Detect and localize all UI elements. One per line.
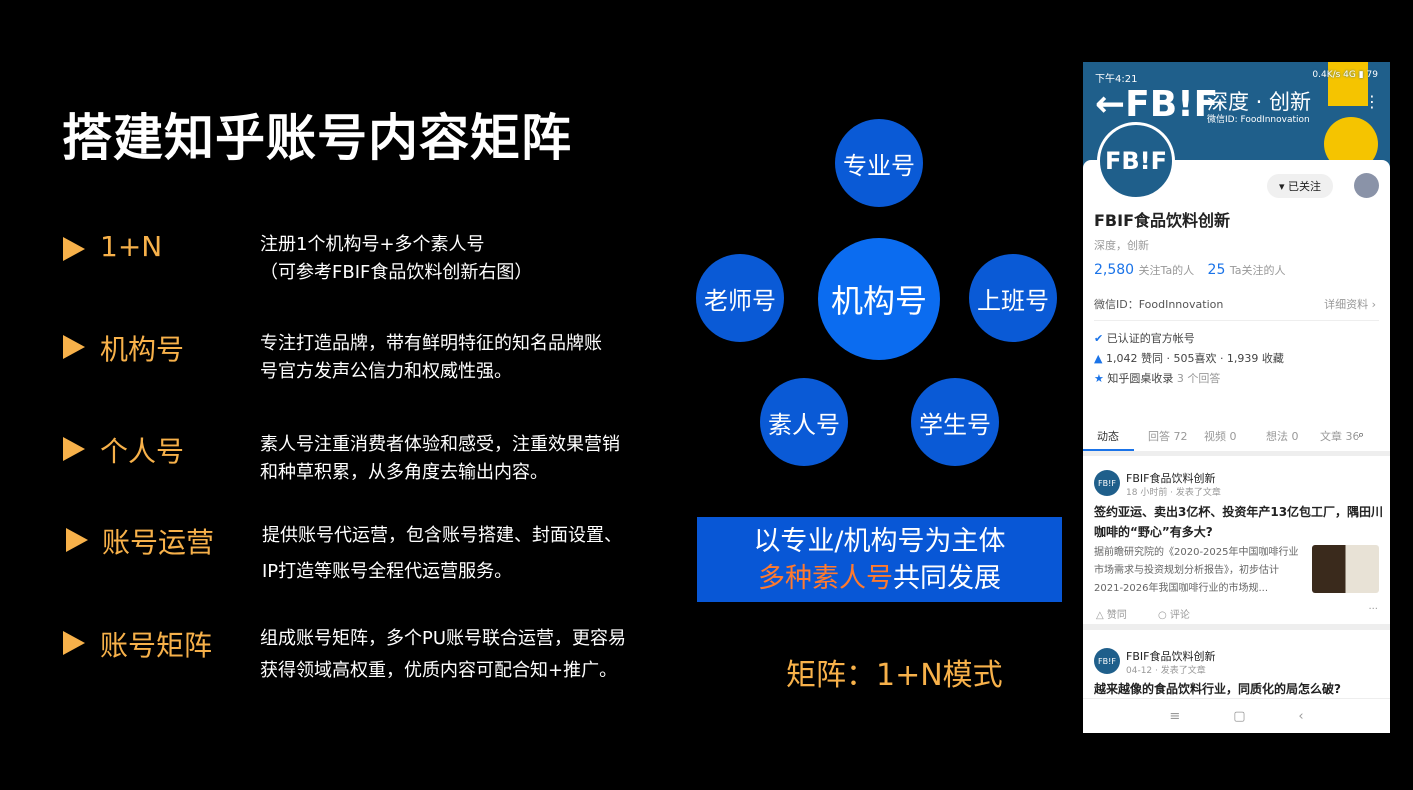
banner-logo: FB!F [1125,84,1219,125]
post-excerpt: 据前瞻研究院的《2020-2025年中国咖啡行业市场需求与投资规划分析报告》，初… [1094,547,1299,594]
home-icon[interactable]: ▢ [1233,708,1246,724]
tab-videos[interactable]: 视频 0 [1204,430,1237,443]
comment-label: 评论 [1169,610,1190,621]
item-label: 1+N [100,230,163,263]
profile-card: FB!F ▾ 已关注 FBIF食品饮料创新 深度，创新 2,580 关注Ta的人… [1083,122,1390,733]
profile-bio: 深度，创新 [1094,239,1149,252]
more-menu-icon[interactable]: ⋮ [1364,92,1380,111]
more-icon[interactable]: ··· [1368,604,1378,615]
like-label: 赞同 [1106,610,1127,621]
banner-line1: 以专业/机构号为主体 [753,526,1006,557]
upvote-icon: ▲ [1094,352,1103,365]
divider [1094,320,1379,321]
post-meta: 04-12 · 发表了文章 [1126,666,1206,676]
desc-line: 获得领域高权重，优质内容可配合知+推广。 [260,660,618,681]
avatar: FB!F [1097,122,1175,200]
profile-name: FBIF食品饮料创新 [1094,211,1231,230]
star-icon: ★ [1094,372,1104,385]
desc-line: （可参考FBIF食品饮料创新右图） [260,262,533,283]
node-circle: 素人号 [760,378,848,466]
item-desc: 专注打造品牌，带有鲜明特征的知名品牌账号官方发声公信力和权威性强。 [260,330,680,386]
desc-line: 和种草积累，从多角度去输出内容。 [260,462,548,483]
roundtable-count: 3 个回答 [1176,372,1221,385]
item-desc: 提供账号代运营，包含账号搭建、封面设置、 IP打造等账号全程代运营服务。 [262,518,682,590]
details-link[interactable]: 详细资料 › [1324,298,1376,311]
item-label: 个人号 [100,435,185,468]
wechat-id: 微信ID：FoodInnovation [1094,298,1224,311]
yellow-shape [1328,62,1368,106]
post-title[interactable]: 越来越像的食品饮料行业，同质化的局怎么破? [1094,682,1341,696]
item-label: 账号矩阵 [100,629,213,662]
tab-articles[interactable]: 文章 36 [1320,430,1358,443]
roundtable-row[interactable]: ★ 知乎圆桌收录 3 个回答 [1094,370,1220,386]
banner-wechat: 微信ID: FoodInnovation [1207,115,1310,125]
desc-line: 号官方发声公信力和权威性强。 [260,361,512,382]
item-label: 机构号 [100,333,185,366]
back-icon[interactable]: ‹ [1298,708,1304,724]
bullet-triangle-icon [63,437,85,461]
item-desc: 组成账号矩阵，多个PU账号联合运营，更容易获得领域高权重，优质内容可配合知+推广… [260,623,680,687]
post-author: FBIF食品饮料创新 [1126,650,1216,663]
banner-line2: 多种素人号共同发展 [697,560,1062,597]
bullet-triangle-icon [66,528,88,552]
menu-icon[interactable]: ≡ [1169,708,1181,724]
item-label: 账号运营 [102,526,215,559]
item-desc: 素人号注重消费者体验和感受，注重效果营销和种草积累，从多角度去输出内容。 [260,431,680,487]
profile-tabs: 动态 回答 72 视频 0 想法 0 文章 36 ⌕ [1083,428,1390,456]
center-node-circle: 机构号 [818,238,940,360]
post-title[interactable]: 签约亚运、卖出3亿杯、投资年产13亿包工厂，隅田川咖啡的“野心”有多大? [1094,505,1384,539]
post-card[interactable]: FB!F FBIF食品饮料创新 18 小时前 · 发表了文章 签约亚运、卖出3亿… [1083,460,1390,630]
post-card[interactable]: FB!F FBIF食品饮料创新 04-12 · 发表了文章 越来越像的食品饮料行… [1083,640,1390,700]
post-author: FBIF食品饮料创新 [1126,472,1216,485]
followers-count: 2,580 [1094,262,1135,278]
desc-line: 提供账号代运营，包含账号搭建、封面设置、 [262,525,622,546]
verified-row[interactable]: ✔ 已认证的官方帐号 [1094,330,1195,346]
roundtable-text: 知乎圆桌收录 [1107,372,1174,385]
item-desc: 注册1个机构号+多个素人号 （可参考FBIF食品饮料创新右图） [260,231,680,287]
nav-bar: ≡ ▢ ‹ [1083,698,1390,733]
status-icons: 0.4K/s 4G ▮ 79 [1312,70,1378,80]
verified-text: 已认证的官方帐号 [1106,332,1195,345]
stats-row: ▲ 1,042 赞同 · 505喜欢 · 1,939 收藏 [1094,350,1284,366]
following-label[interactable]: Ta关注的人 [1229,264,1286,277]
follow-stats: 2,580 关注Ta的人 25 Ta关注的人 [1094,262,1285,278]
like-button[interactable]: △ 赞同 [1096,610,1127,621]
node-circle: 老师号 [696,254,784,342]
back-logo[interactable]: ←FB!F [1095,84,1219,125]
status-time: 下午4:21 [1095,74,1138,85]
tab-activity[interactable]: 动态 [1083,428,1134,451]
comment-button[interactable]: ○ 评论 [1158,610,1190,621]
follow-button[interactable]: ▾ 已关注 [1267,174,1334,198]
caption: 矩阵：1+N模式 [786,658,1003,693]
search-icon[interactable]: ⌕ [1358,428,1365,441]
stats-text: 1,042 赞同 · 505喜欢 · 1,939 收藏 [1105,352,1284,365]
bullet-triangle-icon [63,335,85,359]
node-circle: 学生号 [911,378,999,466]
tab-thoughts[interactable]: 想法 0 [1266,430,1299,443]
bullet-triangle-icon [63,237,85,261]
phone-screenshot: 下午4:21 0.4K/s 4G ▮ 79 ←FB!F 深度 · 创新 微信ID… [1083,62,1390,733]
bullet-triangle-icon [63,631,85,655]
post-avatar: FB!F [1094,470,1120,496]
page-title: 搭建知乎账号内容矩阵 [62,109,572,167]
node-circle: 上班号 [969,254,1057,342]
desc-line: 注册1个机构号+多个素人号 [260,234,485,255]
banner-highlight: 多种素人号 [758,563,893,594]
message-icon[interactable] [1354,173,1379,198]
banner-slogan: 深度 · 创新 [1207,90,1312,114]
desc-line: 专注打造品牌，带有鲜明特征的知名品牌账 [260,333,602,354]
node-circle: 专业号 [835,119,923,207]
post-avatar: FB!F [1094,648,1120,674]
summary-banner: 以专业/机构号为主体 多种素人号共同发展 [697,517,1062,602]
desc-line: IP打造等账号全程代运营服务。 [262,561,513,582]
post-meta: 18 小时前 · 发表了文章 [1126,488,1221,498]
following-count: 25 [1207,262,1226,278]
banner-rest: 共同发展 [893,563,1001,594]
tab-answers[interactable]: 回答 72 [1148,430,1188,443]
post-thumbnail [1312,545,1379,593]
verified-icon: ✔ [1094,332,1104,345]
desc-line: 组成账号矩阵，多个PU账号联合运营，更容易 [260,628,627,649]
followers-label[interactable]: 关注Ta的人 [1138,264,1195,277]
desc-line: 素人号注重消费者体验和感受，注重效果营销 [260,434,620,455]
